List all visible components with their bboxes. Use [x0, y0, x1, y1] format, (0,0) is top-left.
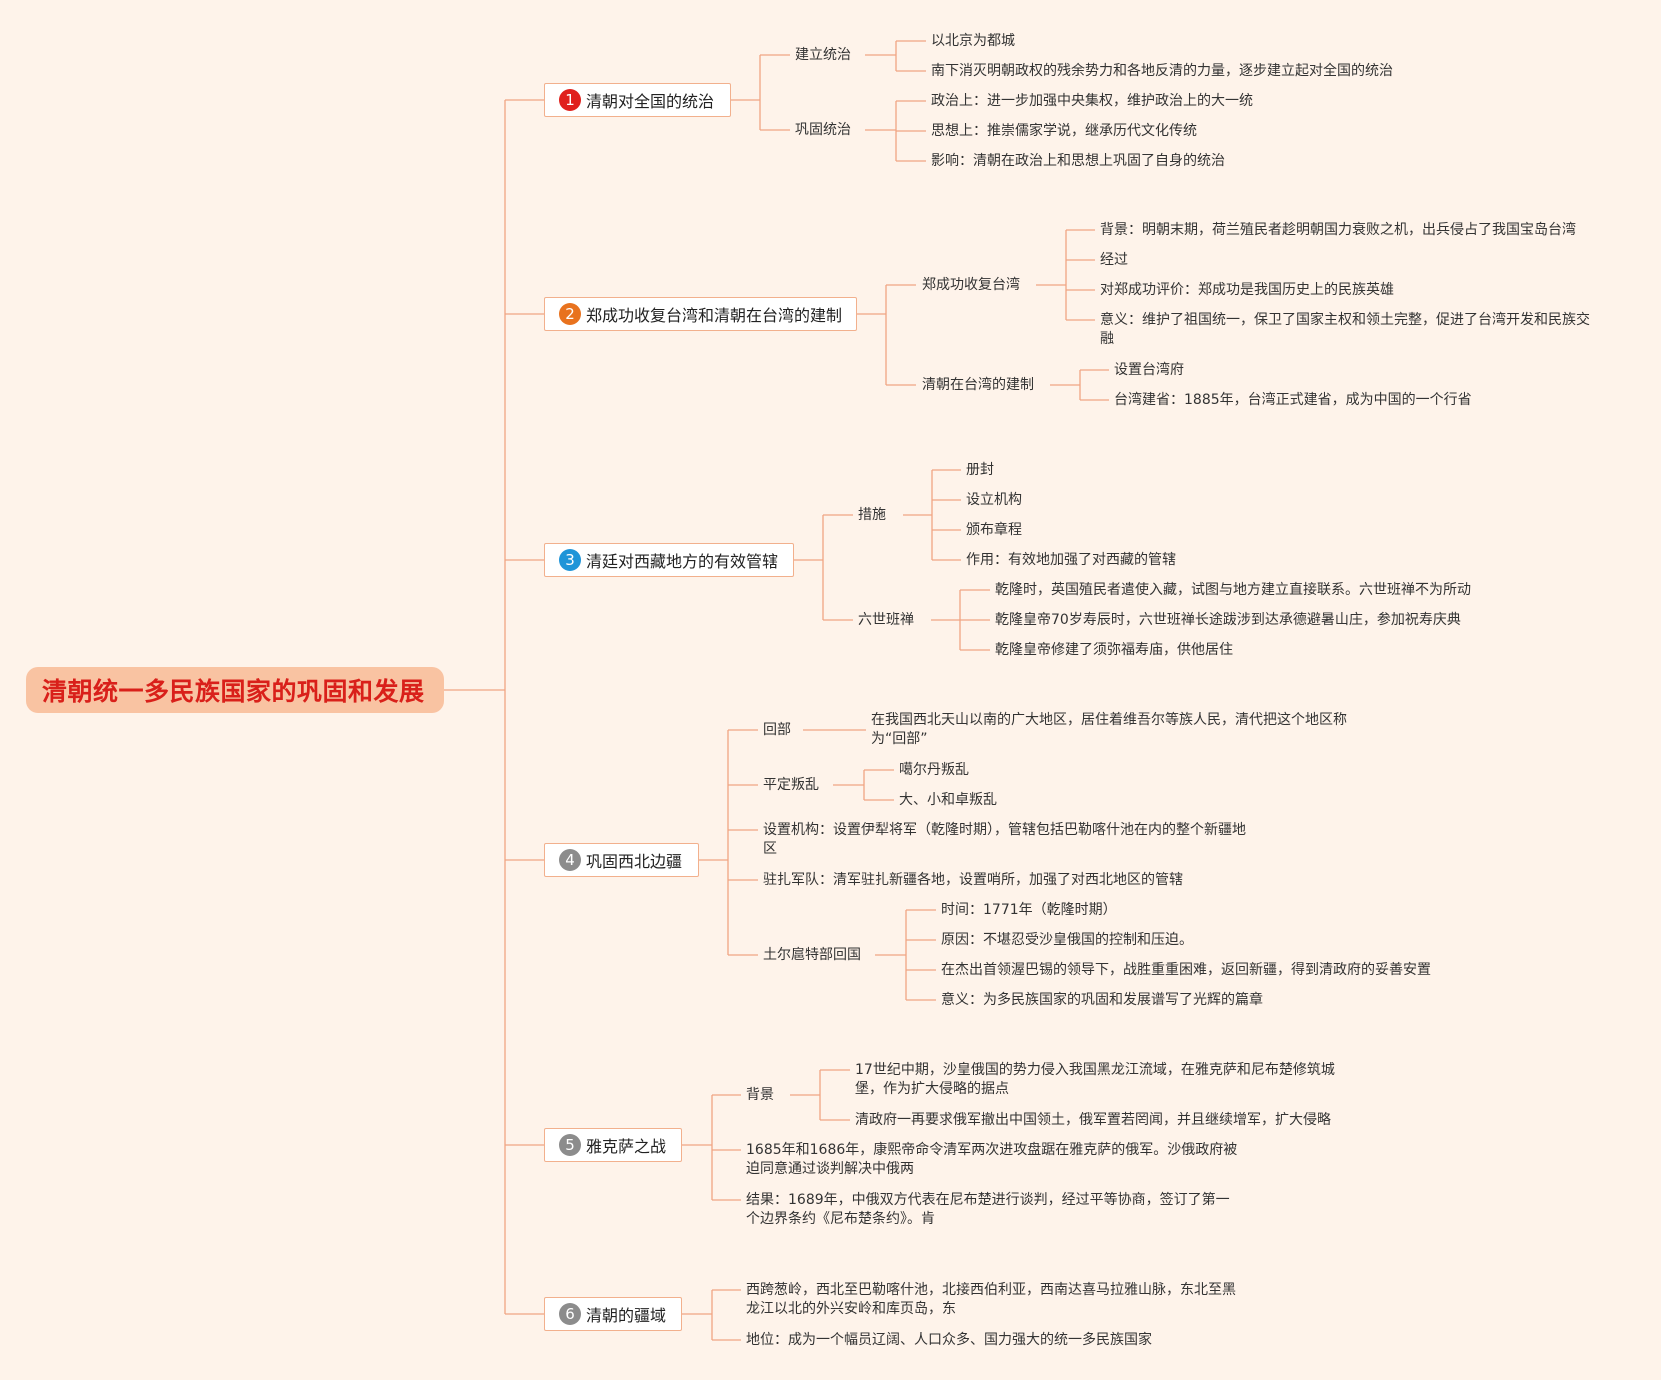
number-badge-4: 4 — [559, 849, 581, 871]
b6-sub-status[interactable]: 地位：成为一个幅员辽阔、人口众多、国力强大的统一多民族国家 — [746, 1332, 1152, 1348]
b1-leaf-beijing[interactable]: 以北京为都城 — [931, 33, 1015, 49]
root-topic[interactable]: 清朝统一多民族国家的巩固和发展 — [26, 667, 444, 713]
b4-leaf-time[interactable]: 时间：1771年（乾隆时期） — [941, 902, 1117, 918]
b4-leaf-meaning[interactable]: 意义：为多民族国家的巩固和发展谱写了光辉的篇章 — [941, 992, 1263, 1008]
b4-sub-torghut[interactable]: 土尔扈特部回国 — [763, 947, 861, 963]
branch-3-title: 清廷对西藏地方的有效管辖 — [586, 552, 779, 571]
b4-sub-huibu[interactable]: 回部 — [763, 722, 791, 738]
b3-leaf-institution[interactable]: 设立机构 — [966, 492, 1022, 508]
b2-leaf-background[interactable]: 背景：明朝末期，荷兰殖民者趁明朝国力衰败之机，出兵侵占了我国宝岛台湾 — [1100, 222, 1576, 238]
b2-leaf-significance[interactable]: 意义：维护了祖国统一，保卫了国家主权和领土完整，促进了台湾开发和民族交融 — [1100, 312, 1590, 347]
branch-1-topic[interactable]: 1 清朝对全国的统治 — [544, 83, 731, 117]
b3-leaf-function[interactable]: 作用：有效地加强了对西藏的管辖 — [966, 552, 1176, 568]
b3-leaf-temple[interactable]: 乾隆皇帝修建了须弥福寿庙，供他居住 — [995, 642, 1233, 658]
b2-leaf-evaluation[interactable]: 对郑成功评价：郑成功是我国历史上的民族英雄 — [1100, 282, 1394, 298]
b3-sub-measures[interactable]: 措施 — [858, 507, 886, 523]
b5-leaf-demand[interactable]: 清政府一再要求俄军撤出中国领土，俄军置若罔闻，并且继续增军，扩大侵略 — [855, 1112, 1331, 1128]
b5-leaf-invasion[interactable]: 17世纪中期，沙皇俄国的势力侵入我国黑龙江流域，在雅克萨和尼布楚修筑城堡，作为扩… — [855, 1062, 1335, 1097]
b2-sub-zheng[interactable]: 郑成功收复台湾 — [922, 277, 1020, 293]
b4-sub-institution[interactable]: 设置机构：设置伊犁将军（乾隆时期），管辖包括巴勒喀什池在内的整个新疆地区 — [763, 822, 1246, 857]
b5-sub-background[interactable]: 背景 — [746, 1087, 774, 1103]
b1-leaf-effect[interactable]: 影响：清朝在政治上和思想上巩固了自身的统治 — [931, 153, 1225, 169]
number-badge-2: 2 — [559, 303, 581, 325]
branch-2-title: 郑成功收复台湾和清朝在台湾的建制 — [586, 306, 843, 325]
b4-leaf-khoja[interactable]: 大、小和卓叛乱 — [899, 792, 997, 808]
b4-sub-garrison[interactable]: 驻扎军队：清军驻扎新疆各地，设置哨所，加强了对西北地区的管辖 — [763, 872, 1183, 888]
branch-5-title: 雅克萨之战 — [586, 1137, 667, 1156]
b2-leaf-process[interactable]: 经过 — [1100, 252, 1128, 268]
branch-4-topic[interactable]: 4 巩固西北边疆 — [544, 843, 699, 877]
branch-4-title: 巩固西北边疆 — [586, 852, 683, 871]
b6-sub-territory[interactable]: 西跨葱岭，西北至巴勒喀什池，北接西伯利亚，西南达喜马拉雅山脉，东北至黑龙江以北的… — [746, 1282, 1236, 1317]
b2-leaf-prefecture[interactable]: 设置台湾府 — [1114, 362, 1184, 378]
b3-leaf-regulations[interactable]: 颁布章程 — [966, 522, 1022, 538]
b3-sub-panchen[interactable]: 六世班禅 — [858, 612, 914, 628]
number-badge-6: 6 — [559, 1303, 581, 1325]
b1-leaf-politics[interactable]: 政治上：进一步加强中央集权，维护政治上的大一统 — [931, 93, 1253, 109]
branch-6-title: 清朝的疆域 — [586, 1306, 667, 1325]
branch-3-topic[interactable]: 3 清廷对西藏地方的有效管辖 — [544, 543, 794, 577]
branch-2-topic[interactable]: 2 郑成功收复台湾和清朝在台湾的建制 — [544, 297, 857, 331]
number-badge-1: 1 — [559, 89, 581, 111]
b3-leaf-british[interactable]: 乾隆时，英国殖民者遣使入藏，试图与地方建立直接联系。六世班禅不为所动 — [995, 582, 1471, 598]
branch-6-topic[interactable]: 6 清朝的疆域 — [544, 1297, 682, 1331]
branch-5-topic[interactable]: 5 雅克萨之战 — [544, 1128, 682, 1162]
b3-leaf-birthday[interactable]: 乾隆皇帝70岁寿辰时，六世班禅长途跋涉到达承德避暑山庄，参加祝寿庆典 — [995, 612, 1461, 628]
b4-leaf-huibu-desc[interactable]: 在我国西北天山以南的广大地区，居住着维吾尔等族人民，清代把这个地区称为“回部” — [871, 712, 1347, 747]
branch-1-title: 清朝对全国的统治 — [586, 92, 715, 111]
b4-leaf-reason[interactable]: 原因：不堪忍受沙皇俄国的控制和压迫。 — [941, 932, 1193, 948]
b3-leaf-ennoble[interactable]: 册封 — [966, 462, 994, 478]
b1-leaf-thought[interactable]: 思想上：推崇儒家学说，继承历代文化传统 — [931, 123, 1197, 139]
b4-leaf-return[interactable]: 在杰出首领渥巴锡的领导下，战胜重重困难，返回新疆，得到清政府的妥善安置 — [941, 962, 1431, 978]
b1-sub-consolidate[interactable]: 巩固统治 — [795, 122, 851, 138]
number-badge-3: 3 — [559, 549, 581, 571]
b1-leaf-south[interactable]: 南下消灭明朝政权的残余势力和各地反清的力量，逐步建立起对全国的统治 — [931, 63, 1393, 79]
b4-sub-rebellion[interactable]: 平定叛乱 — [763, 777, 819, 793]
b5-sub-result[interactable]: 结果：1689年，中俄双方代表在尼布楚进行谈判，经过平等协商，签订了第一个边界条… — [746, 1192, 1230, 1227]
b4-leaf-galdan[interactable]: 噶尔丹叛乱 — [899, 762, 969, 778]
b1-sub-establish[interactable]: 建立统治 — [795, 47, 851, 63]
b5-sub-campaign[interactable]: 1685年和1686年，康熙帝命令清军两次进攻盘踞在雅克萨的俄军。沙俄政府被迫同… — [746, 1142, 1238, 1177]
b2-sub-qing-system[interactable]: 清朝在台湾的建制 — [922, 377, 1034, 393]
number-badge-5: 5 — [559, 1134, 581, 1156]
b2-leaf-province[interactable]: 台湾建省：1885年，台湾正式建省，成为中国的一个行省 — [1114, 392, 1472, 408]
